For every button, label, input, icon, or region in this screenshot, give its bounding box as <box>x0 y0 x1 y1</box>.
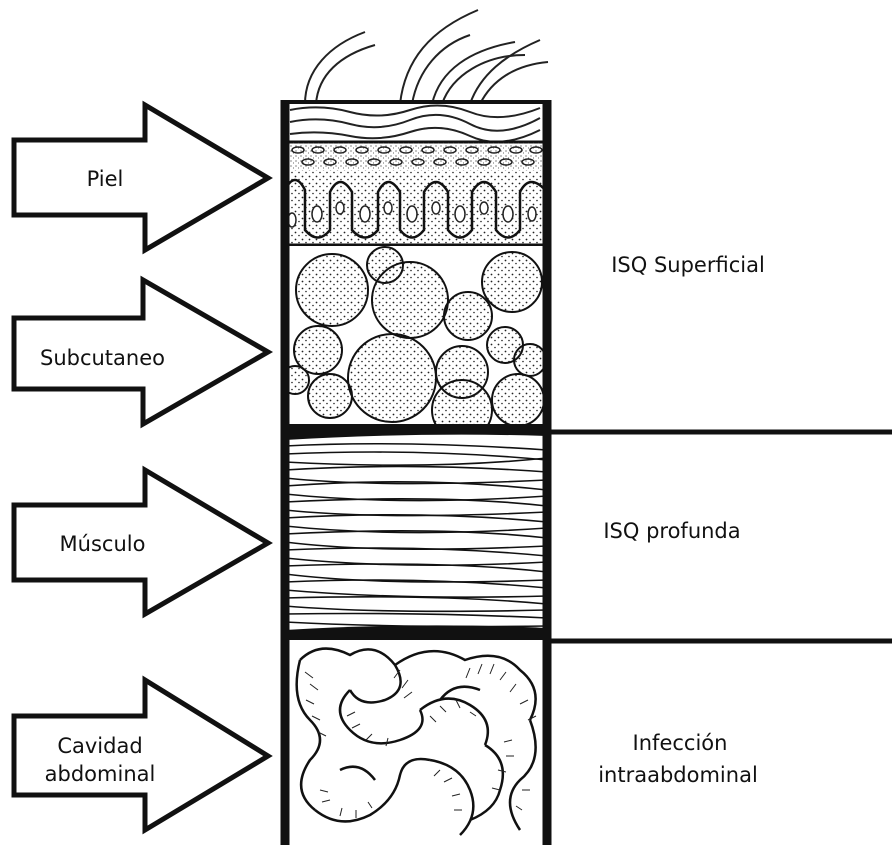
label-cavidad-line2: abdominal <box>25 759 175 789</box>
label-musculo: Músculo <box>40 529 165 559</box>
label-subcutaneo: Subcutaneo <box>30 343 175 373</box>
dermis-layer <box>285 170 547 246</box>
zone-isq-profunda: ISQ profunda <box>572 516 772 546</box>
abdominal-cavity-layer <box>285 640 547 845</box>
hair-strands <box>305 10 548 104</box>
label-cavidad-line1: Cavidad <box>25 731 175 761</box>
zone-intra-line2: intraabdominal <box>578 760 778 790</box>
muscle-layer <box>285 424 547 640</box>
zone-isq-superficial: ISQ Superficial <box>578 250 798 280</box>
subcutaneous-fat-layer <box>281 246 547 440</box>
zone-intra-line1: Infección <box>590 728 770 758</box>
epidermis-layer <box>285 102 547 170</box>
label-piel: Piel <box>45 164 165 194</box>
